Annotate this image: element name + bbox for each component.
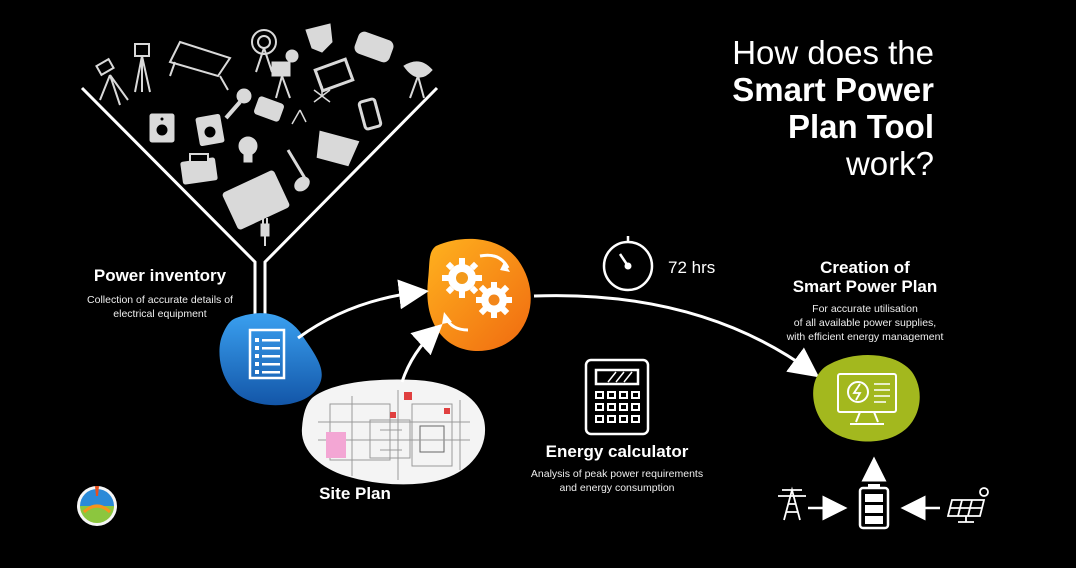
brand-logo: [77, 486, 117, 526]
cooking-pot-icon: [316, 130, 360, 167]
stopwatch-icon: [602, 236, 654, 292]
tripod-light-icon: [95, 57, 129, 106]
guitar-icon: [286, 149, 310, 192]
battery-icon: [858, 484, 890, 530]
site-plan-heading: Site Plan: [319, 484, 391, 503]
document-list-icon: [248, 328, 286, 380]
title-line-2: Smart Power: [732, 71, 934, 108]
energy-calculator-description: Analysis of peak power requirements and …: [530, 468, 704, 494]
equipment-icons: [95, 23, 433, 246]
lighting-truss-icon: [168, 40, 232, 91]
site-plan-drawing: [318, 390, 470, 480]
site-plan-node: [301, 379, 486, 485]
spotlight-stand-icon: [134, 43, 151, 93]
dashboard-monitor-icon: [837, 373, 897, 425]
smart-power-plan-node: [813, 354, 920, 442]
power-inventory-description: Collection of accurate details of electr…: [87, 294, 233, 320]
creation-heading: Creation of Smart Power Plan: [792, 258, 938, 296]
arrow-inventory-to-process: [297, 279, 429, 340]
caravan-icon: [354, 31, 394, 63]
spotlight-icon: [254, 96, 284, 122]
title-line-1: How does the: [732, 34, 934, 71]
pylon-icon: [778, 486, 806, 521]
arrow-process-to-plan: [533, 294, 820, 378]
power-inventory-heading: Power inventory: [93, 266, 227, 285]
speaker-left-icon: [149, 113, 175, 143]
satellite-dish-icon: [403, 61, 433, 99]
power-inventory-node: [219, 313, 322, 406]
processing-node: [427, 238, 531, 352]
printer-icon: [180, 153, 218, 185]
calculator-icon: [584, 358, 650, 436]
phone-icon: [357, 97, 383, 131]
arrow-siteplan-to-process: [400, 323, 443, 383]
plug-icon: [260, 218, 270, 246]
fireworks-icon: [291, 86, 331, 125]
antenna-tower-icon: [251, 29, 277, 73]
creation-description: For accurate utilisation of all availabl…: [786, 303, 944, 343]
light-bulb-icon: [238, 136, 258, 163]
solar-panel-icon: [946, 487, 989, 523]
flow-arrows: [297, 279, 820, 383]
gears-icon: [442, 253, 512, 332]
camera-icon: [271, 49, 299, 99]
energy-calculator-heading: Energy calculator: [545, 442, 689, 461]
refrigerator-icon: [222, 170, 290, 230]
funnel: [80, 86, 439, 318]
speaker-right-icon: [195, 113, 225, 147]
monitor-icon: [313, 57, 355, 93]
title-line-3: Plan Tool: [787, 108, 934, 145]
microphone-icon: [224, 88, 252, 120]
toilet-icon: [305, 23, 333, 53]
title-line-4: work?: [845, 145, 934, 182]
timer-label: 72 hrs: [668, 258, 716, 277]
main-title: How does the Smart Power Plan Tool work?: [732, 34, 934, 182]
